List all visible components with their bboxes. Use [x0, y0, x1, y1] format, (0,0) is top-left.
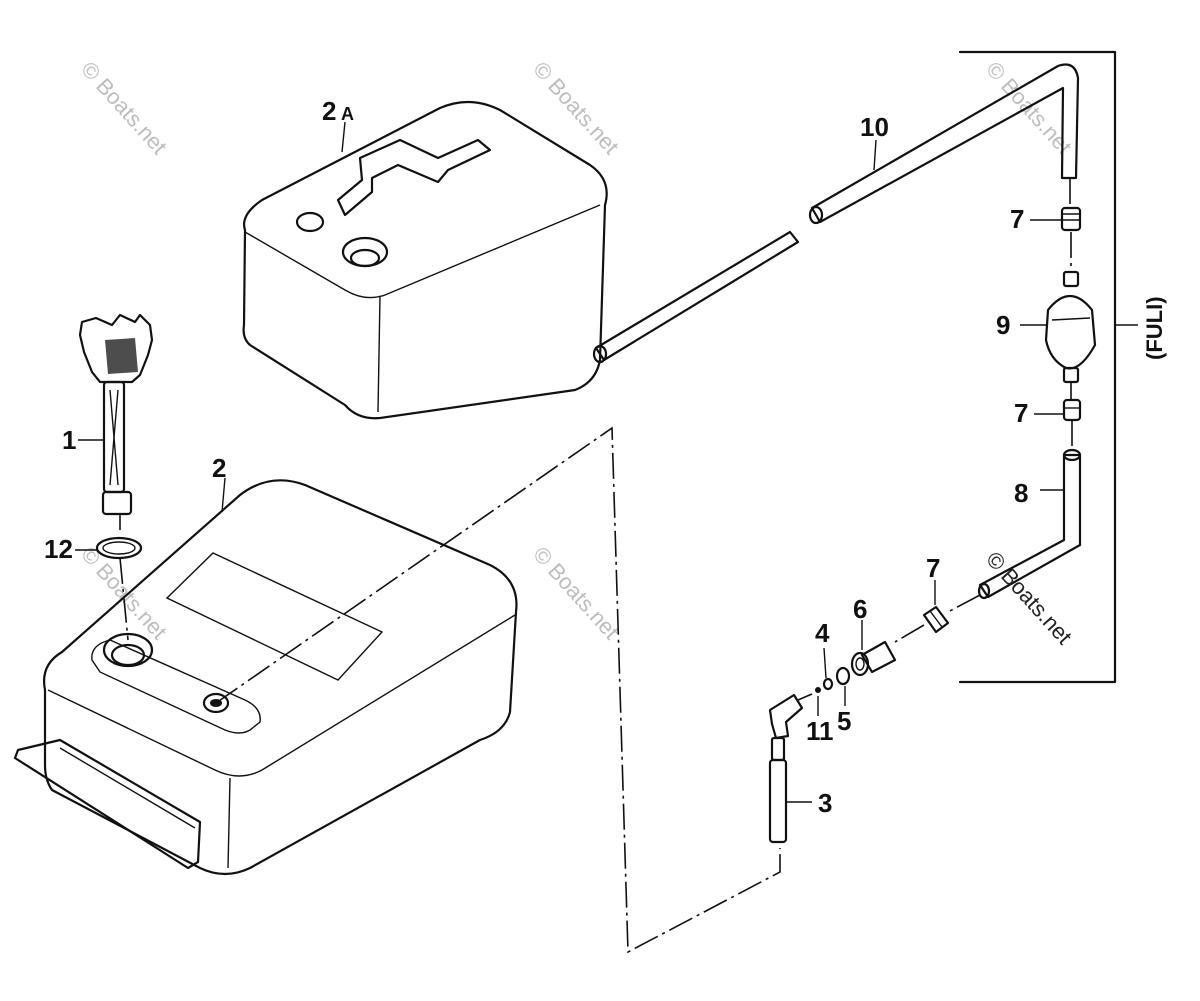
- callout-7-middle: 7: [1014, 398, 1028, 428]
- callout-3: 3: [818, 788, 832, 818]
- callout-7-lower: 7: [926, 553, 940, 583]
- clamp-middle-part-7: [1034, 382, 1082, 448]
- clamp-lower-part-7: [922, 580, 950, 634]
- o-ring-part-5: [835, 666, 851, 706]
- primer-bulb-part-9: [1020, 232, 1097, 384]
- callouts: 1 2 2 A 3 4 5 6 7 7 7 8 9 10 11 12: [44, 96, 1028, 818]
- callout-2a-suffix: A: [341, 104, 354, 124]
- watermark-2: © Boats.net: [528, 57, 624, 159]
- seal-part-4: [822, 647, 834, 691]
- callout-2: 2: [212, 453, 226, 483]
- gasket-part-12: [75, 536, 143, 560]
- pickup-tube-part-3: [768, 693, 812, 844]
- hose-part-8: [977, 448, 1082, 600]
- callout-1: 1: [62, 425, 76, 455]
- callout-7-upper: 7: [1010, 204, 1024, 234]
- callout-11: 11: [806, 716, 834, 746]
- fuel-tank-2: [13, 477, 518, 876]
- callout-5: 5: [837, 706, 851, 736]
- group-bracket: [958, 50, 1138, 684]
- callout-12: 12: [44, 534, 73, 564]
- callout-4: 4: [815, 618, 830, 648]
- watermark-dark: © Boats.net: [981, 547, 1077, 649]
- group-label: (FULI): [1142, 296, 1167, 360]
- callout-2a: 2: [322, 96, 336, 126]
- fitting-part-6: [850, 620, 897, 677]
- watermark-1: © Boats.net: [76, 57, 172, 159]
- callout-10: 10: [860, 112, 889, 142]
- callout-6: 6: [853, 594, 867, 624]
- callout-8: 8: [1014, 478, 1028, 508]
- watermark-5: © Boats.net: [528, 542, 624, 644]
- fuel-gauge-part-1: [78, 313, 154, 516]
- clamp-upper-part-7: [1030, 206, 1082, 232]
- callout-9: 9: [996, 310, 1010, 340]
- seal-part-11: [815, 687, 821, 716]
- assembly-line-main: [215, 426, 781, 954]
- fuel-hose-part-10: [592, 63, 1080, 364]
- fuel-tank-2a: [242, 100, 608, 420]
